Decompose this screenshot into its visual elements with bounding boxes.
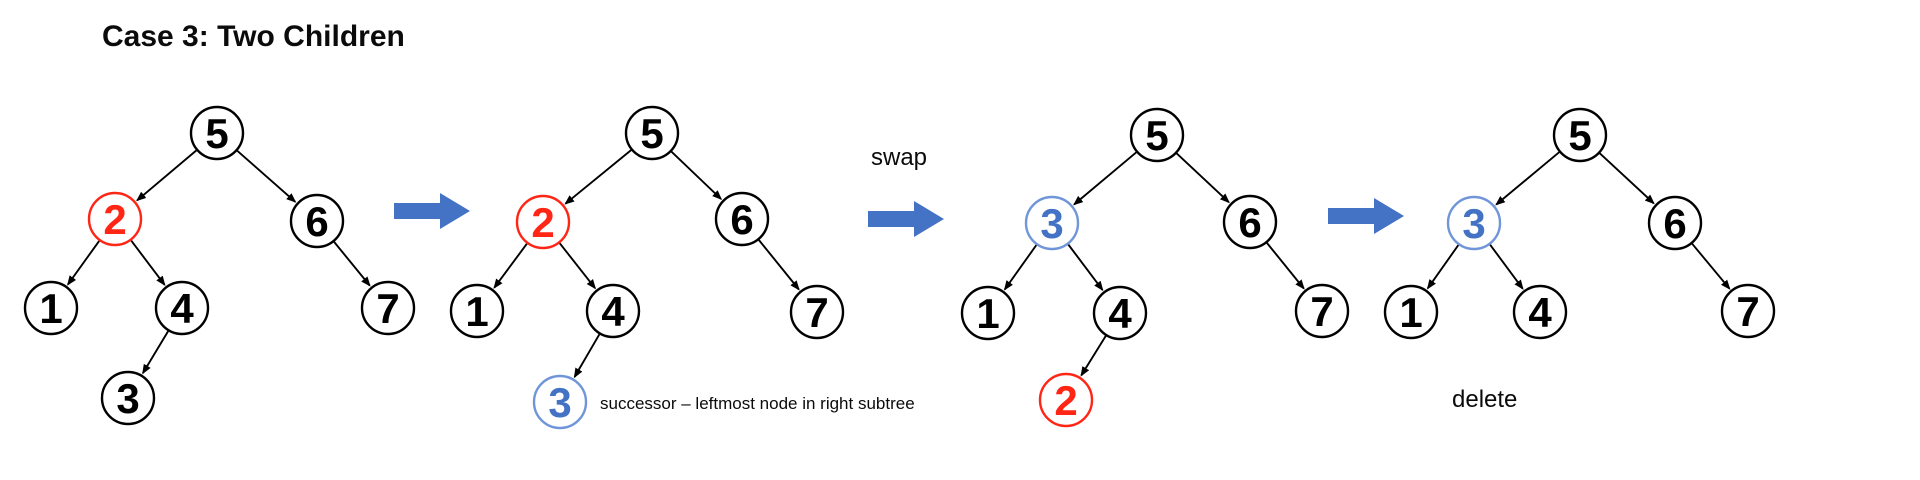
node-value-3: 3 (1462, 200, 1485, 247)
slide-title: Case 3: Two Children (102, 20, 405, 53)
node-value-3: 3 (548, 379, 571, 426)
node-circle-3 (1446, 195, 1502, 251)
edge-3-to-1 (1426, 244, 1460, 290)
edge-5-to-3 (1495, 151, 1560, 206)
edge-3-to-1 (1003, 244, 1038, 291)
node-value-1: 1 (465, 288, 488, 335)
node-circle-4 (585, 283, 641, 339)
node-value-6: 6 (305, 198, 328, 245)
edge-5-to-6 (236, 150, 297, 203)
node-circle-4 (154, 280, 210, 336)
node-value-4: 4 (601, 288, 625, 335)
node-circle-6 (1647, 195, 1703, 251)
edge-5-to-2 (136, 149, 198, 202)
edge-4-to-3 (573, 333, 601, 379)
node-value-4: 4 (1108, 290, 1132, 337)
node-value-1: 1 (976, 290, 999, 337)
edge-5-to-3 (1073, 151, 1137, 206)
node-circle-6 (714, 191, 770, 247)
node-value-4: 4 (1528, 289, 1552, 336)
swap-label: swap (871, 144, 928, 171)
node-circle-5 (1552, 107, 1608, 163)
node-circle-6 (289, 193, 345, 249)
node-circle-3 (100, 370, 156, 426)
edge-2-to-1 (67, 240, 100, 286)
node-circle-1 (1383, 284, 1439, 340)
node-circle-7 (360, 280, 416, 336)
node-circle-1 (23, 280, 79, 336)
node-circle-1 (960, 285, 1016, 341)
node-circle-3 (532, 374, 588, 430)
node-value-7: 7 (376, 285, 399, 332)
tree-step1-original: 5 2 6 1 4 7 3 (23, 105, 416, 426)
node-value-5: 5 (1145, 112, 1168, 159)
node-value-2: 2 (531, 199, 554, 246)
edge-6-to-7 (333, 241, 371, 287)
node-value-7: 7 (1736, 288, 1759, 335)
node-circle-3 (1024, 195, 1080, 251)
tree-step3-swapped: 5 3 6 1 4 7 2 (960, 107, 1350, 428)
node-circle-2 (1038, 372, 1094, 428)
edge-6-to-7 (1691, 243, 1731, 290)
node-circle-7 (1720, 283, 1776, 339)
node-circle-1 (449, 283, 505, 339)
edge-4-to-3 (142, 330, 169, 375)
edge-2-to-1 (493, 243, 528, 289)
node-value-6: 6 (1663, 200, 1686, 247)
node-circle-5 (189, 105, 245, 161)
node-circle-5 (1129, 107, 1185, 163)
edge-5-to-6 (670, 151, 723, 201)
node-circle-4 (1092, 285, 1148, 341)
edge-6-to-7 (758, 239, 800, 291)
block-arrow-step2-swap (868, 201, 944, 237)
node-value-6: 6 (730, 196, 753, 243)
edge-3-to-4 (1067, 243, 1104, 292)
block-arrow-step3 (1328, 198, 1404, 234)
node-circle-6 (1222, 194, 1278, 250)
node-value-5: 5 (205, 110, 228, 157)
node-value-5: 5 (1568, 112, 1591, 159)
node-value-5: 5 (640, 110, 663, 157)
node-value-1: 1 (39, 285, 62, 332)
node-value-3: 3 (1040, 200, 1063, 247)
edge-5-to-6 (1176, 152, 1230, 204)
successor-note-label: successor – leftmost node in right subtr… (600, 394, 915, 413)
block-arrow-step1 (394, 193, 470, 229)
node-value-1: 1 (1399, 289, 1422, 336)
edge-6-to-7 (1266, 242, 1305, 290)
node-value-2: 2 (103, 196, 126, 243)
node-value-7: 7 (805, 289, 828, 336)
node-circle-4 (1512, 284, 1568, 340)
node-value-3: 3 (116, 375, 139, 422)
node-value-4: 4 (170, 285, 194, 332)
tree-step4-deleted: 5 3 6 1 4 7 (1383, 107, 1776, 340)
node-circle-7 (789, 284, 845, 340)
node-value-6: 6 (1238, 199, 1261, 246)
node-circle-2 (515, 194, 571, 250)
node-circle-2 (87, 191, 143, 247)
tree-step2-successor-found: 5 2 6 1 4 7 3 (449, 105, 845, 430)
node-value-2: 2 (1054, 377, 1077, 424)
node-value-7: 7 (1310, 288, 1333, 335)
edge-2-to-4 (558, 242, 597, 290)
edge-5-to-6 (1599, 152, 1655, 205)
edge-3-to-4 (1489, 244, 1524, 290)
edge-2-to-4 (130, 240, 166, 286)
delete-label: delete (1452, 386, 1518, 413)
edge-5-to-2 (564, 149, 632, 205)
edge-4-to-2 (1080, 335, 1107, 377)
node-circle-7 (1294, 283, 1350, 339)
node-circle-5 (624, 105, 680, 161)
